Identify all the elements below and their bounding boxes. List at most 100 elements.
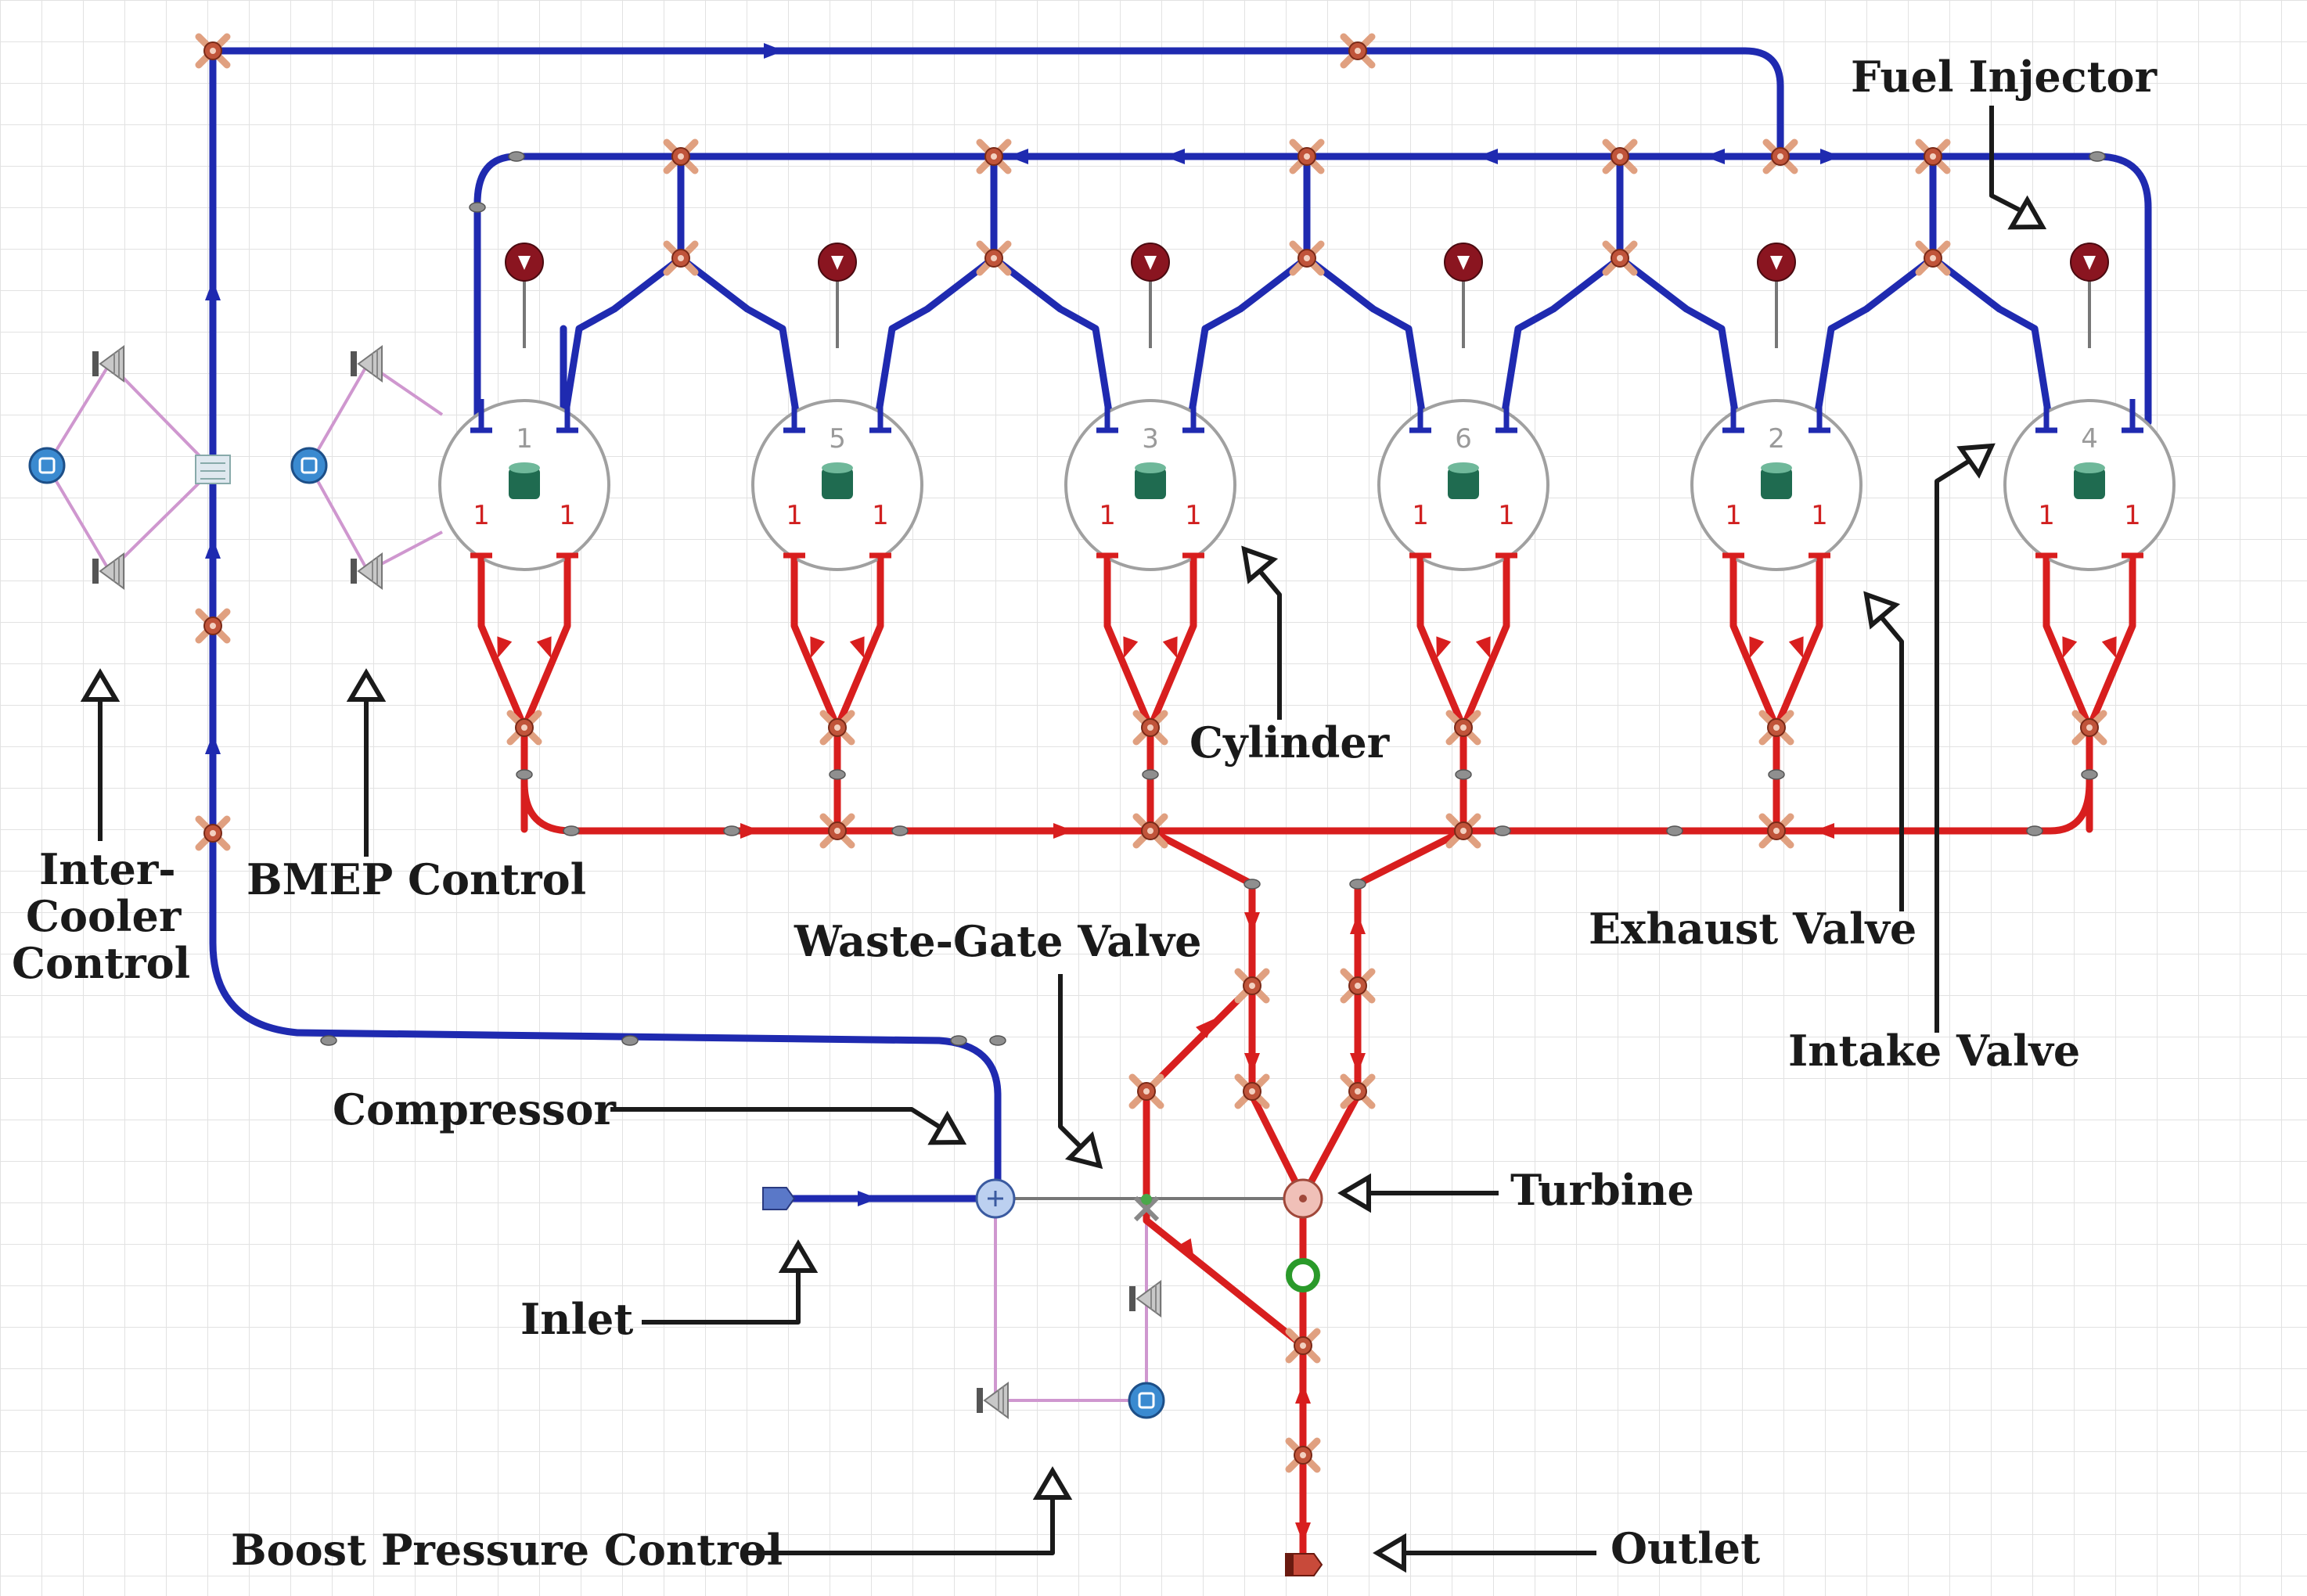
connector-dot bbox=[2081, 769, 2098, 780]
intake-runner-branch bbox=[560, 254, 685, 430]
fuel-injector-icon bbox=[1444, 243, 1483, 348]
exhaust-valve bbox=[783, 552, 805, 587]
label-outlet: Outlet bbox=[1611, 1523, 1760, 1573]
junction-x-icon bbox=[1128, 1073, 1164, 1109]
flow-arrow bbox=[858, 1191, 878, 1206]
connector-dot bbox=[950, 1035, 967, 1046]
label-cylinder: Cylinder bbox=[1189, 717, 1390, 767]
junction-x-icon bbox=[976, 138, 1012, 174]
cylinder-icon bbox=[1135, 462, 1166, 499]
label-compressor: Compressor bbox=[333, 1084, 617, 1134]
actuator-icon bbox=[351, 552, 383, 590]
intake-valve bbox=[470, 399, 492, 433]
exhaust-valve bbox=[556, 552, 578, 587]
flow-arrow bbox=[2101, 636, 2117, 659]
intake-valve bbox=[869, 399, 891, 433]
junction-x-icon bbox=[195, 608, 231, 644]
label-pointer-head bbox=[80, 668, 121, 702]
sensor-icon bbox=[1286, 1258, 1320, 1292]
junction-x-icon bbox=[1340, 968, 1376, 1004]
label-bmep-control: BMEP Control bbox=[247, 854, 586, 904]
label-pointer-head bbox=[1032, 1466, 1073, 1500]
cylinder-number: 6 bbox=[1455, 423, 1472, 455]
junction-x-icon bbox=[1762, 138, 1798, 174]
exhaust-manifold bbox=[520, 778, 2093, 835]
intake-runner-branch bbox=[677, 254, 802, 430]
intake-runner-branch bbox=[1499, 254, 1624, 430]
intake-valve bbox=[2035, 399, 2057, 433]
actuator-icon bbox=[92, 552, 124, 590]
flow-arrow bbox=[1295, 1522, 1311, 1543]
intake-valve bbox=[2122, 399, 2143, 433]
junction-x-icon bbox=[663, 240, 699, 276]
exhaust-valve bbox=[1409, 552, 1431, 587]
intake-runner-branch bbox=[873, 254, 998, 430]
junction-x-icon bbox=[1445, 813, 1481, 849]
label-pointer-head bbox=[1241, 545, 1279, 584]
flow-arrow bbox=[1123, 636, 1139, 659]
valve-mark: 1 bbox=[1811, 500, 1828, 531]
junction-x-icon bbox=[1234, 1073, 1270, 1109]
label-pointers bbox=[80, 106, 2047, 1573]
label-pointer-head bbox=[346, 668, 387, 702]
intake-valve bbox=[1182, 399, 1204, 433]
junction-x-icon bbox=[195, 33, 231, 69]
label-pointer-head bbox=[2007, 195, 2047, 230]
fuel-injector-icon bbox=[1757, 243, 1796, 348]
cylinder-number: 1 bbox=[516, 423, 533, 455]
flow-arrow bbox=[536, 636, 552, 659]
flow-arrow bbox=[1820, 149, 1841, 164]
controller-icon bbox=[290, 447, 328, 484]
flow-arrow bbox=[1295, 1383, 1311, 1404]
valve-mark: 1 bbox=[559, 500, 576, 531]
controller-icon bbox=[1128, 1382, 1165, 1419]
connector-dot bbox=[469, 202, 486, 213]
fuel-injector-icon bbox=[2070, 243, 2109, 348]
cylinder-icon bbox=[1448, 462, 1479, 499]
flow-arrow bbox=[1244, 1053, 1260, 1073]
flow-arrow bbox=[1749, 636, 1765, 659]
components bbox=[28, 33, 2107, 1576]
intake-valve bbox=[1722, 399, 1744, 433]
connector-dot bbox=[1666, 825, 1683, 836]
label-pointer-line bbox=[747, 1494, 1055, 1555]
label-pointer-line bbox=[610, 1107, 941, 1129]
junction-x-icon bbox=[1445, 710, 1481, 746]
label-intercooler-control-1: Inter- bbox=[39, 844, 176, 894]
compressor-icon bbox=[975, 1178, 1016, 1219]
connector-dot bbox=[829, 769, 846, 780]
label-exhaust-valve: Exhaust Valve bbox=[1589, 904, 1917, 954]
actuator-icon bbox=[1129, 1280, 1161, 1317]
junction-x-icon bbox=[1340, 1073, 1376, 1109]
label-pointer-line bbox=[1934, 459, 1970, 1033]
flow-arrow bbox=[764, 43, 784, 59]
exhaust-valve bbox=[1495, 552, 1517, 587]
flow-arrow bbox=[1788, 636, 1804, 659]
junction-x-icon bbox=[1285, 1328, 1321, 1364]
flow-arrow bbox=[810, 636, 826, 659]
label-inlet: Inlet bbox=[520, 1294, 633, 1344]
intake-runner-branch bbox=[1303, 254, 1428, 430]
flow-arrow bbox=[205, 734, 221, 754]
flow-arrow bbox=[497, 636, 513, 659]
connector-dot bbox=[2026, 825, 2043, 836]
label-turbine: Turbine bbox=[1510, 1165, 1694, 1215]
label-waste-gate-valve: Waste-Gate Valve bbox=[794, 916, 1201, 966]
junction-x-icon bbox=[1602, 138, 1638, 174]
flow-arrow bbox=[1244, 912, 1260, 933]
intake-valve bbox=[1409, 399, 1431, 433]
waste-gate-valve-icon bbox=[1133, 1194, 1160, 1222]
junction-x-icon bbox=[1915, 138, 1951, 174]
exhaust-valve bbox=[1182, 552, 1204, 587]
intake-runner-branch bbox=[990, 254, 1115, 430]
junction-x-icon bbox=[1289, 138, 1325, 174]
label-pointer-line bbox=[1880, 616, 1904, 911]
connector-dot bbox=[2089, 151, 2106, 162]
flow-arrow bbox=[1704, 149, 1725, 164]
intake-manifold-left bbox=[473, 153, 520, 426]
flow-arrow bbox=[849, 636, 865, 659]
connector-dot bbox=[1349, 879, 1366, 890]
cylinder-number: 2 bbox=[1768, 423, 1785, 455]
